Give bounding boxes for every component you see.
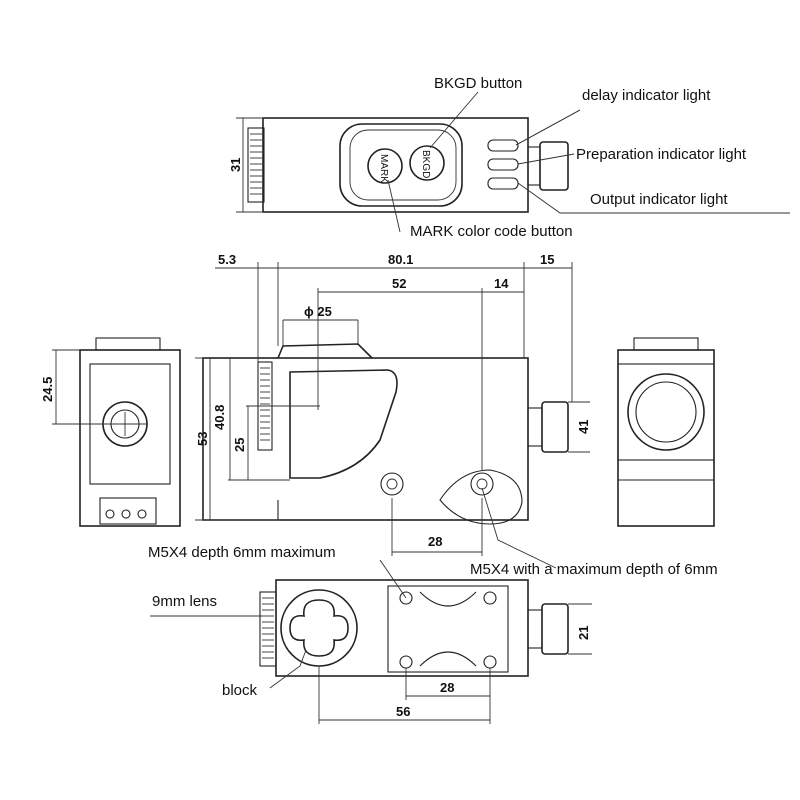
dim-31: 31 bbox=[228, 158, 243, 172]
preparation-indicator-light bbox=[487, 158, 519, 171]
bottom-view bbox=[150, 559, 592, 724]
side-view-housing-top bbox=[277, 343, 373, 359]
side-view-hole-1 bbox=[380, 472, 404, 496]
mark-button bbox=[367, 148, 403, 184]
left-end-body bbox=[79, 349, 181, 527]
dim-41: 41 bbox=[576, 420, 591, 434]
side-view-hole-2 bbox=[470, 472, 494, 496]
leader-mark bbox=[387, 179, 401, 233]
right-end-view bbox=[617, 337, 715, 527]
dim-56: 56 bbox=[396, 704, 410, 719]
right-end-body bbox=[617, 349, 715, 527]
dim-14: 14 bbox=[494, 276, 509, 291]
bottom-view-connector bbox=[541, 603, 569, 655]
top-view: MARK BKGD 31 bbox=[228, 91, 790, 233]
dim-53: 53 bbox=[195, 432, 210, 446]
callout-m5-depth: M5X4 depth 6mm maximum bbox=[148, 544, 336, 561]
dim-15: 15 bbox=[540, 252, 554, 267]
delay-indicator-light bbox=[487, 139, 519, 152]
side-view bbox=[195, 262, 590, 569]
dim-phi25: ϕ 25 bbox=[304, 304, 332, 319]
leader-preparation bbox=[517, 153, 575, 165]
callout-delay-light: delay indicator light bbox=[582, 87, 711, 104]
bottom-view-body bbox=[275, 579, 529, 677]
dim-52: 52 bbox=[392, 276, 406, 291]
top-view-lens-ring bbox=[247, 127, 265, 203]
callout-m5-max-depth: M5X4 with a maximum depth of 6mm bbox=[470, 561, 718, 578]
bottom-view-hole-1 bbox=[399, 591, 413, 605]
dim-24-5: 24.5 bbox=[40, 377, 55, 402]
leader-block bbox=[269, 649, 307, 689]
top-view-connector bbox=[539, 141, 569, 191]
dim-25: 25 bbox=[232, 438, 247, 452]
button-panel bbox=[339, 123, 463, 207]
callout-bkgd-button: BKGD button bbox=[434, 75, 522, 92]
side-view-cover-window bbox=[289, 369, 398, 479]
bottom-view-lens-ring bbox=[259, 591, 277, 667]
mark-button-label: MARK bbox=[378, 154, 389, 183]
callout-block: block bbox=[222, 682, 258, 699]
dim-5-3: 5.3 bbox=[218, 252, 236, 267]
leader-m5-max-depth bbox=[481, 487, 557, 569]
right-end-knurled-ring bbox=[627, 373, 705, 451]
top-view-knurl bbox=[250, 133, 262, 195]
dim-40-8: 40.8 bbox=[212, 405, 227, 430]
callout-mark-button: MARK color code button bbox=[410, 223, 573, 240]
callout-output-light: Output indicator light bbox=[590, 191, 728, 208]
bkgd-button bbox=[409, 145, 445, 181]
side-view-connector-base bbox=[527, 407, 543, 447]
button-panel-inner bbox=[349, 129, 457, 201]
side-view-connector bbox=[541, 401, 569, 453]
output-indicator-light bbox=[487, 177, 519, 190]
leader-bkgd bbox=[429, 91, 479, 149]
dim-28-bottom: 28 bbox=[440, 680, 454, 695]
dim-28-side: 28 bbox=[428, 534, 442, 549]
left-end-view bbox=[52, 337, 181, 527]
callout-preparation-light: Preparation indicator light bbox=[576, 146, 747, 163]
callout-lens: 9mm lens bbox=[152, 593, 217, 610]
bottom-view-hole-2 bbox=[483, 591, 497, 605]
bottom-view-block bbox=[289, 599, 349, 657]
bottom-view-hole-4 bbox=[483, 655, 497, 669]
bottom-view-block-circle bbox=[280, 589, 358, 667]
top-view-connector-base bbox=[527, 146, 541, 186]
bottom-view-hole-3 bbox=[399, 655, 413, 669]
side-view-body bbox=[202, 357, 529, 521]
leader-m5-depth bbox=[379, 559, 407, 599]
dim-21: 21 bbox=[576, 626, 591, 640]
bottom-view-mount-plate bbox=[387, 585, 509, 673]
side-view-bracket bbox=[439, 469, 523, 525]
bkgd-button-label: BKGD bbox=[420, 150, 431, 178]
dim-80-1: 80.1 bbox=[388, 252, 413, 267]
leader-output bbox=[517, 182, 790, 214]
